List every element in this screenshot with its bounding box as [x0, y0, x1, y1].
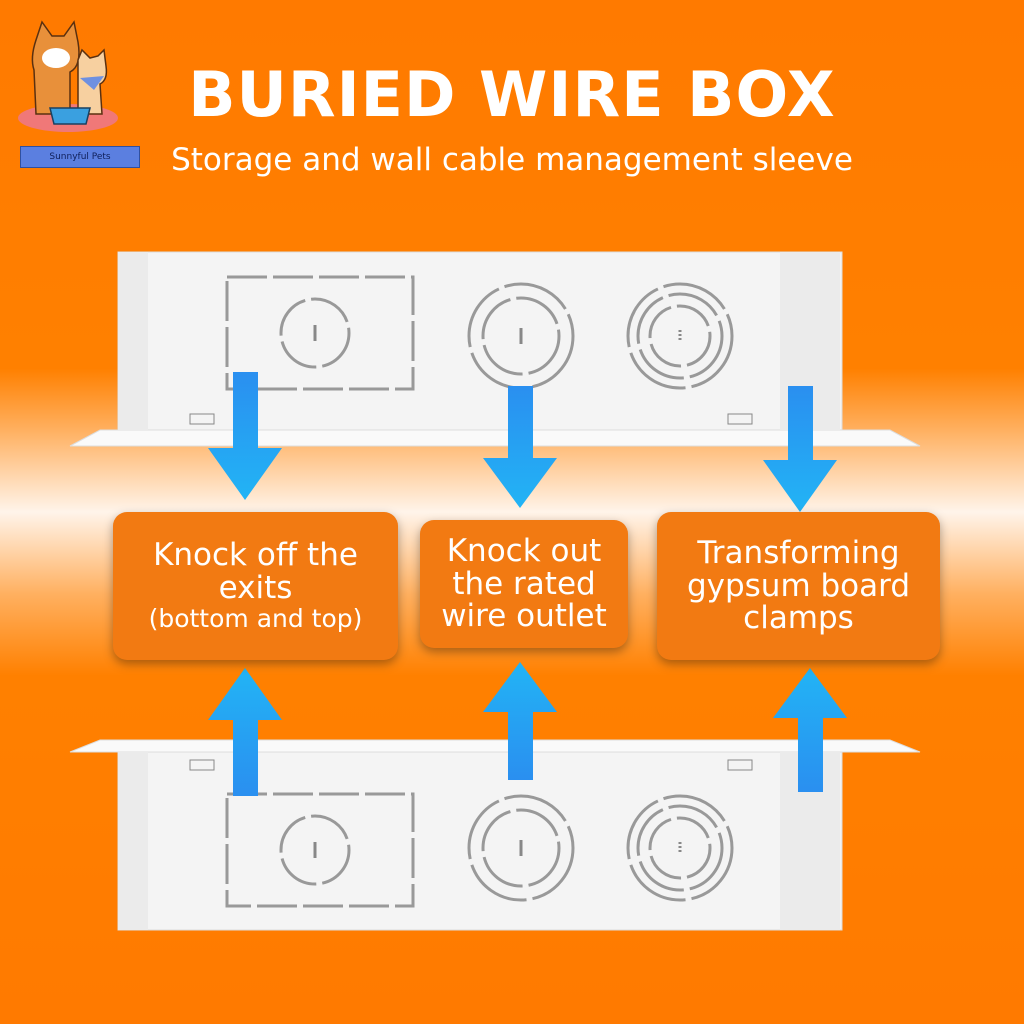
callout-text: Transforming	[697, 535, 900, 572]
arrow-down-icon	[763, 386, 837, 512]
arrow-down-icon	[483, 386, 557, 508]
arrow-down-icon	[208, 372, 282, 500]
callout-knock-out-outlet: Knock out the rated wire outlet	[420, 520, 628, 648]
callout-text: clamps	[743, 600, 854, 637]
page-subtitle: Storage and wall cable management sleeve	[171, 142, 853, 178]
arrow-up-icon	[773, 668, 847, 792]
arrow-up-icon	[208, 668, 282, 796]
callout-knock-off-exits: Knock off the exits (bottom and top)	[113, 512, 398, 660]
callout-text: Knock off the	[153, 537, 358, 574]
wire-box-bottom-view	[69, 739, 921, 931]
callout-text: the rated	[452, 565, 596, 602]
arrow-up-icon	[483, 662, 557, 780]
brand-label: Sunnyful Pets	[20, 146, 140, 168]
callout-gypsum-clamps: Transforming gypsum board clamps	[657, 512, 940, 660]
callout-text: wire outlet	[441, 598, 607, 635]
callout-text: Knock out	[446, 533, 602, 570]
page-title: BURIED WIRE BOX	[188, 58, 836, 131]
dog-cat-mascot-icon	[18, 20, 118, 132]
callout-note: (bottom and top)	[148, 604, 363, 634]
callout-text: exits	[218, 569, 293, 606]
wire-box-top-view	[69, 251, 921, 447]
callout-text: gypsum board	[686, 567, 911, 604]
brand-logo: Sunnyful Pets	[8, 10, 140, 168]
